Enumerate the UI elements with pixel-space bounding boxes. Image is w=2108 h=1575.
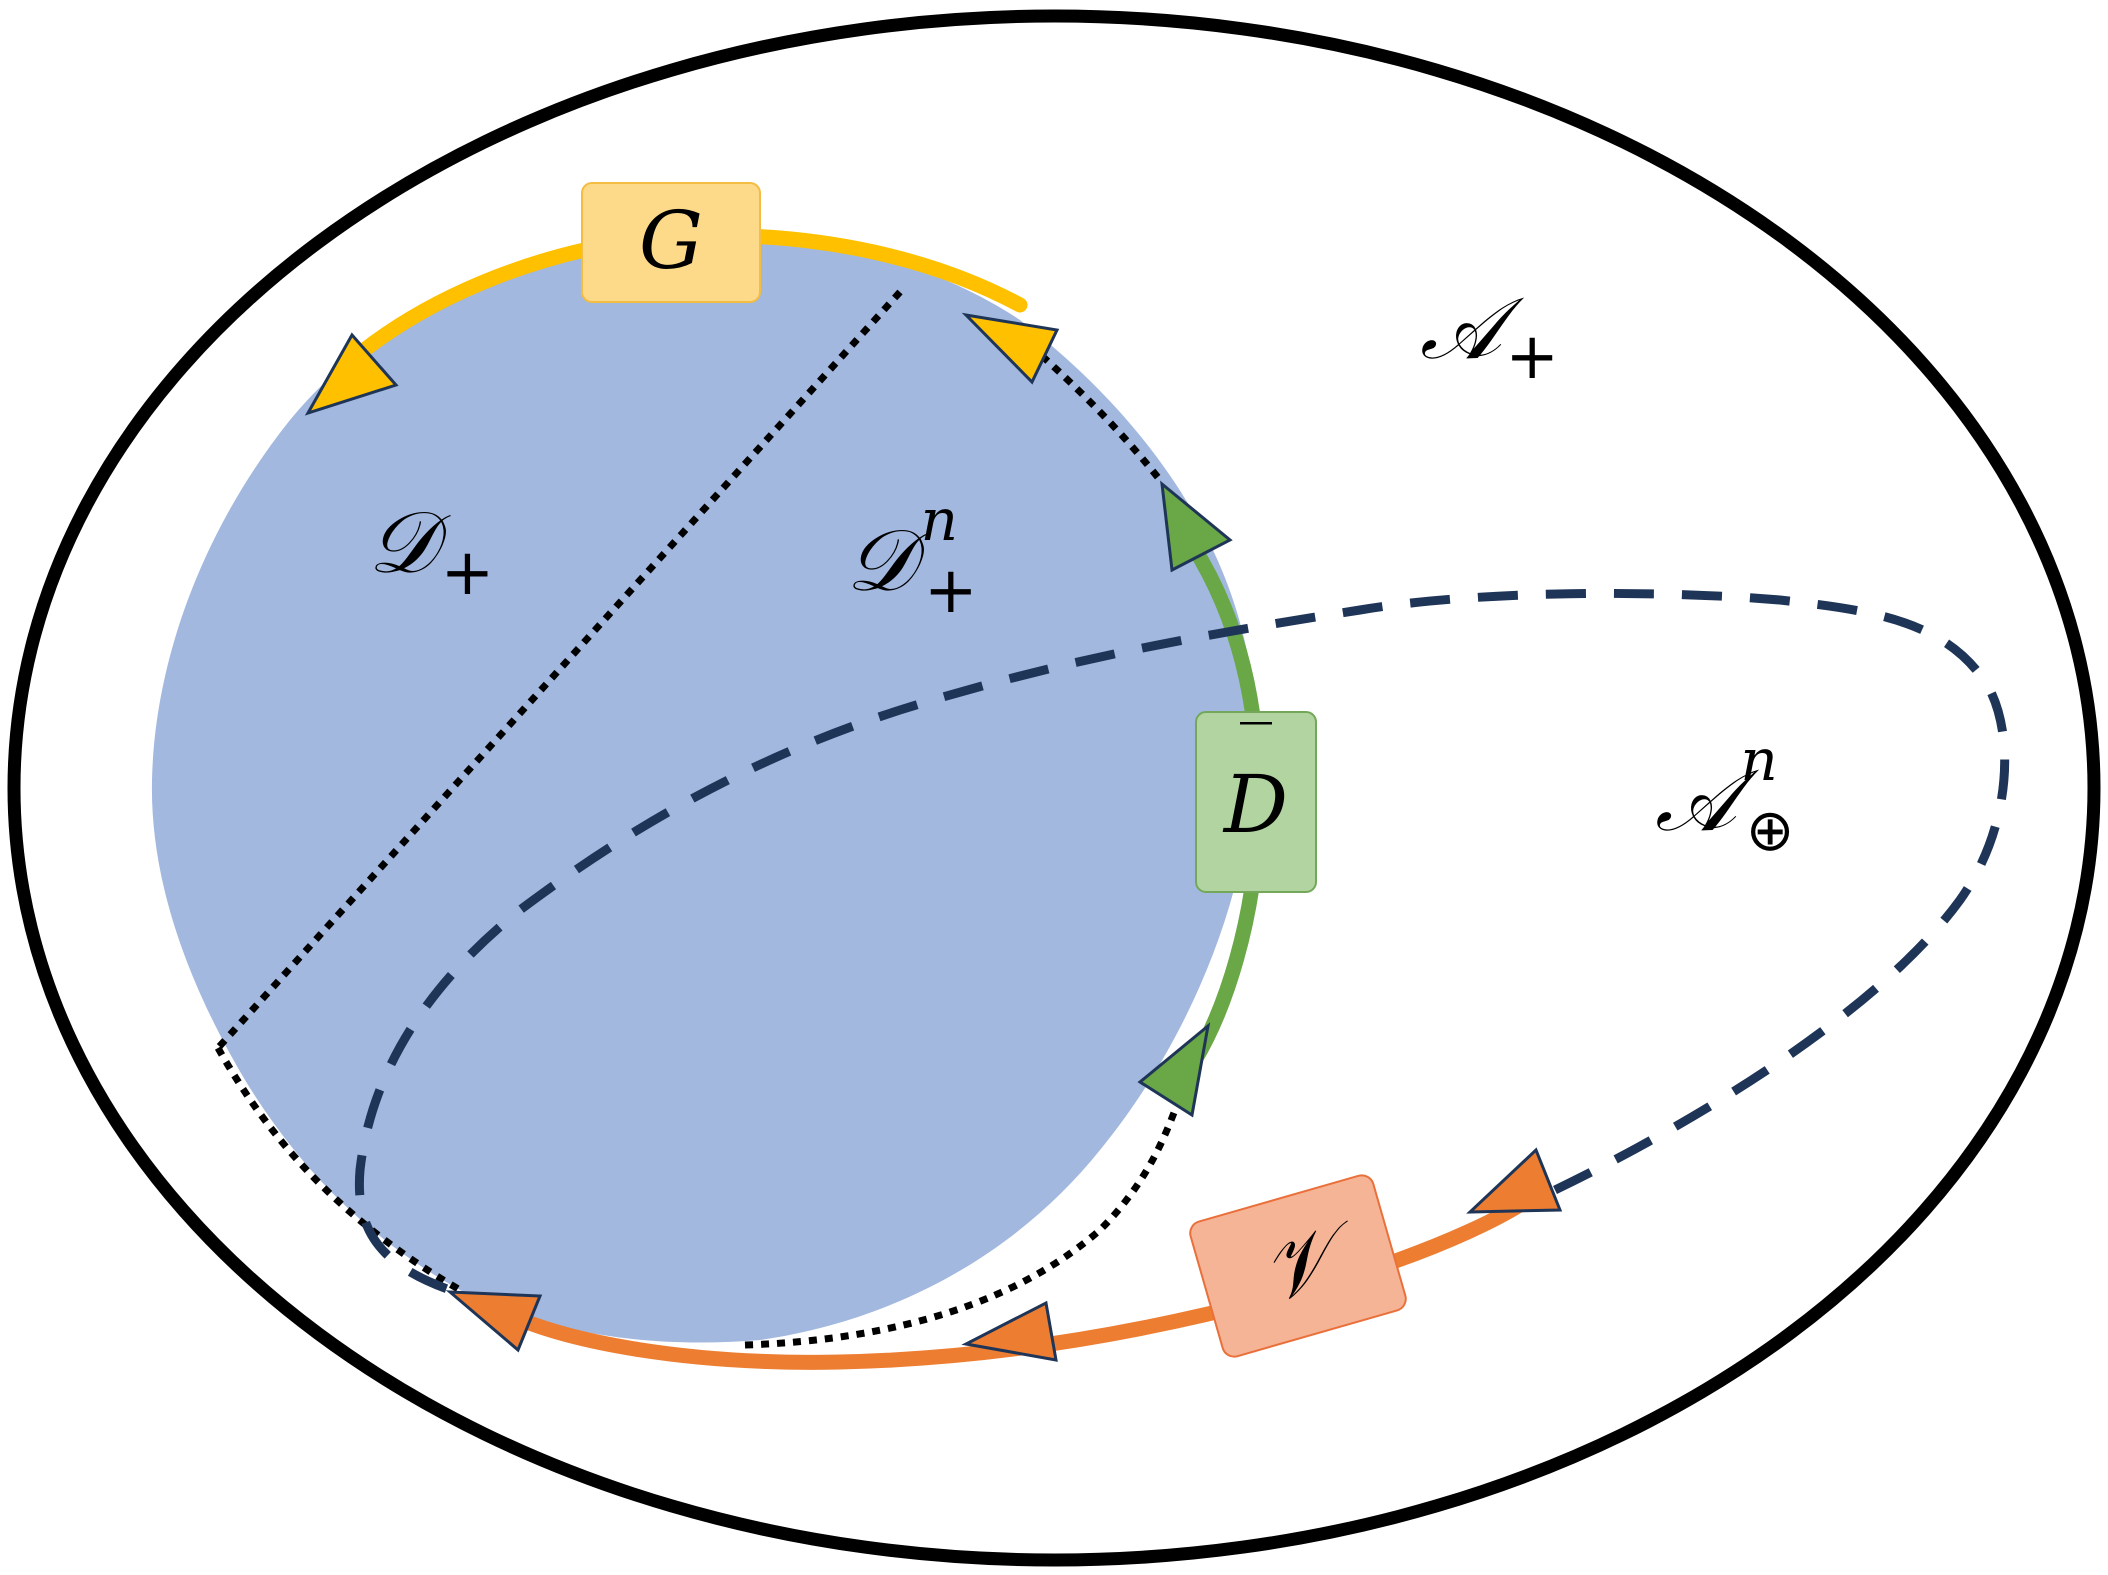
dotted-top-right [1027,342,1163,483]
dotted-bottom-right [744,1108,1179,1349]
green-label-bar: ‾ [1240,712,1272,786]
orange-label-box: 𝒱 [1189,1174,1407,1358]
green-label: D [1222,758,1288,851]
dotted-diagonal [215,289,903,1051]
triangle-arrow-icon [961,1300,1058,1362]
triangle-arrow-icon [1466,1147,1563,1214]
triangle-arrow-icon [1137,1022,1211,1118]
triangle-arrow-icon [445,1290,543,1353]
green-label-box: ‾ D [1195,711,1317,893]
triangle-arrow-icon [961,312,1060,385]
inner-region-label: 𝒜n⊕ [1655,726,1794,864]
dashed-curve [354,588,2010,1295]
triangle-arrow-icon [1160,480,1233,573]
gold-label: G [639,194,703,287]
triangle-arrow-icon [304,332,399,416]
dotted-lower-left [214,1046,462,1294]
gold-label-box: G [581,182,761,303]
orange-arc [482,1182,1548,1370]
